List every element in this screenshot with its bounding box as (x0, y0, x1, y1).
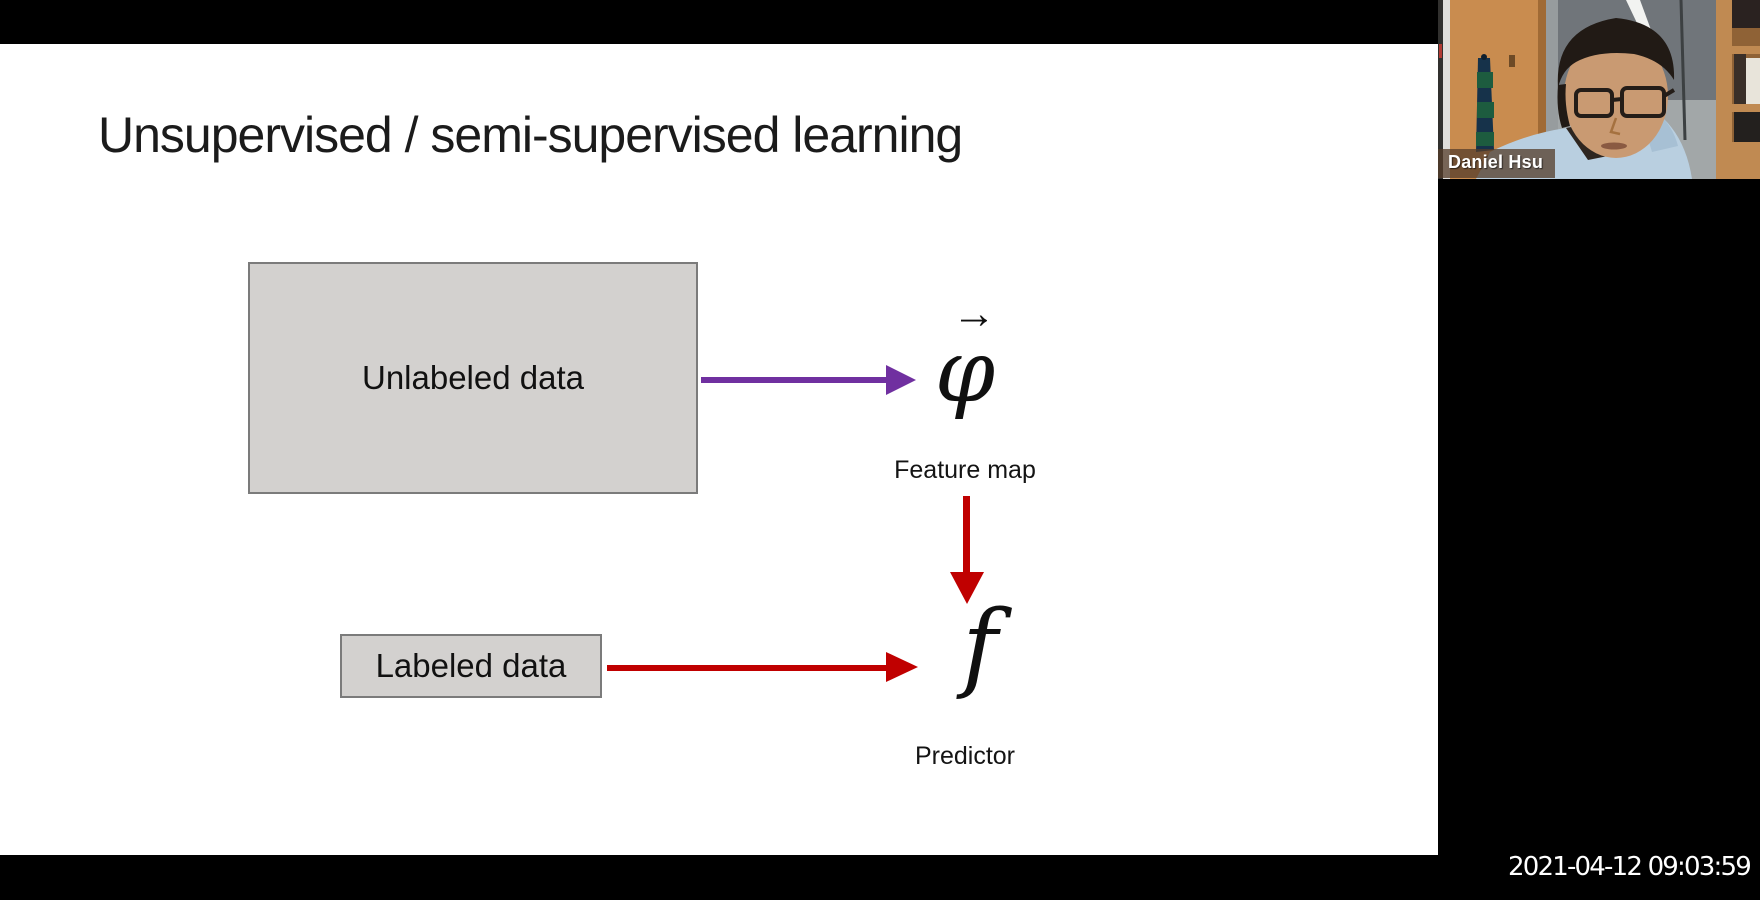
red-down-arrow-shaft (963, 496, 970, 574)
unlabeled-data-box: Unlabeled data (248, 262, 698, 494)
nose (1609, 117, 1621, 136)
red-right-arrow-head-icon (886, 652, 918, 682)
purple-arrow-head-icon (886, 365, 916, 395)
red-down-arrow-head-icon (950, 572, 984, 604)
unlabeled-data-box-label: Unlabeled data (361, 359, 584, 396)
mouth (1601, 142, 1627, 150)
hair (1557, 18, 1675, 88)
participant-name: Daniel Hsu (1448, 152, 1544, 172)
feature-map-label: Feature map (894, 456, 1036, 484)
door-hook (1509, 55, 1515, 67)
phi-symbol: φ (934, 322, 996, 422)
purple-arrow-shaft (701, 377, 887, 383)
labeled-data-box-label: Labeled data (375, 647, 567, 684)
red-right-arrow-shaft (607, 665, 887, 671)
door-edge-dark (1438, 0, 1443, 179)
labeled-data-box: Labeled data (340, 634, 602, 698)
feature-map-symbol-group: → φ (880, 289, 1050, 422)
slide-title: Unsupervised / semi-supervised learning (98, 107, 963, 163)
webcam-video: Daniel Hsu (1438, 0, 1760, 179)
vector-arrow-icon: → (952, 289, 996, 338)
wood-door-shadow-edge (1538, 0, 1546, 179)
face (1564, 34, 1668, 158)
glasses (1574, 86, 1676, 118)
predictor-label: Predictor (914, 742, 1016, 770)
hair-sideburn (1557, 84, 1570, 128)
person (1476, 18, 1692, 179)
recording-timestamp: 2021-04-12 09:03:59 (1508, 852, 1752, 882)
bookshelf (1716, 0, 1760, 179)
door-frame-strip (1443, 0, 1450, 179)
scarf (1476, 54, 1494, 152)
glass-frame-line (1679, 0, 1687, 141)
door-edge-red-detail (1439, 44, 1442, 58)
participant-name-tag: Daniel Hsu (1438, 149, 1556, 178)
presentation-slide: Unsupervised / semi-supervised learning … (0, 44, 1438, 855)
predictor-f-symbol: f (962, 590, 998, 702)
